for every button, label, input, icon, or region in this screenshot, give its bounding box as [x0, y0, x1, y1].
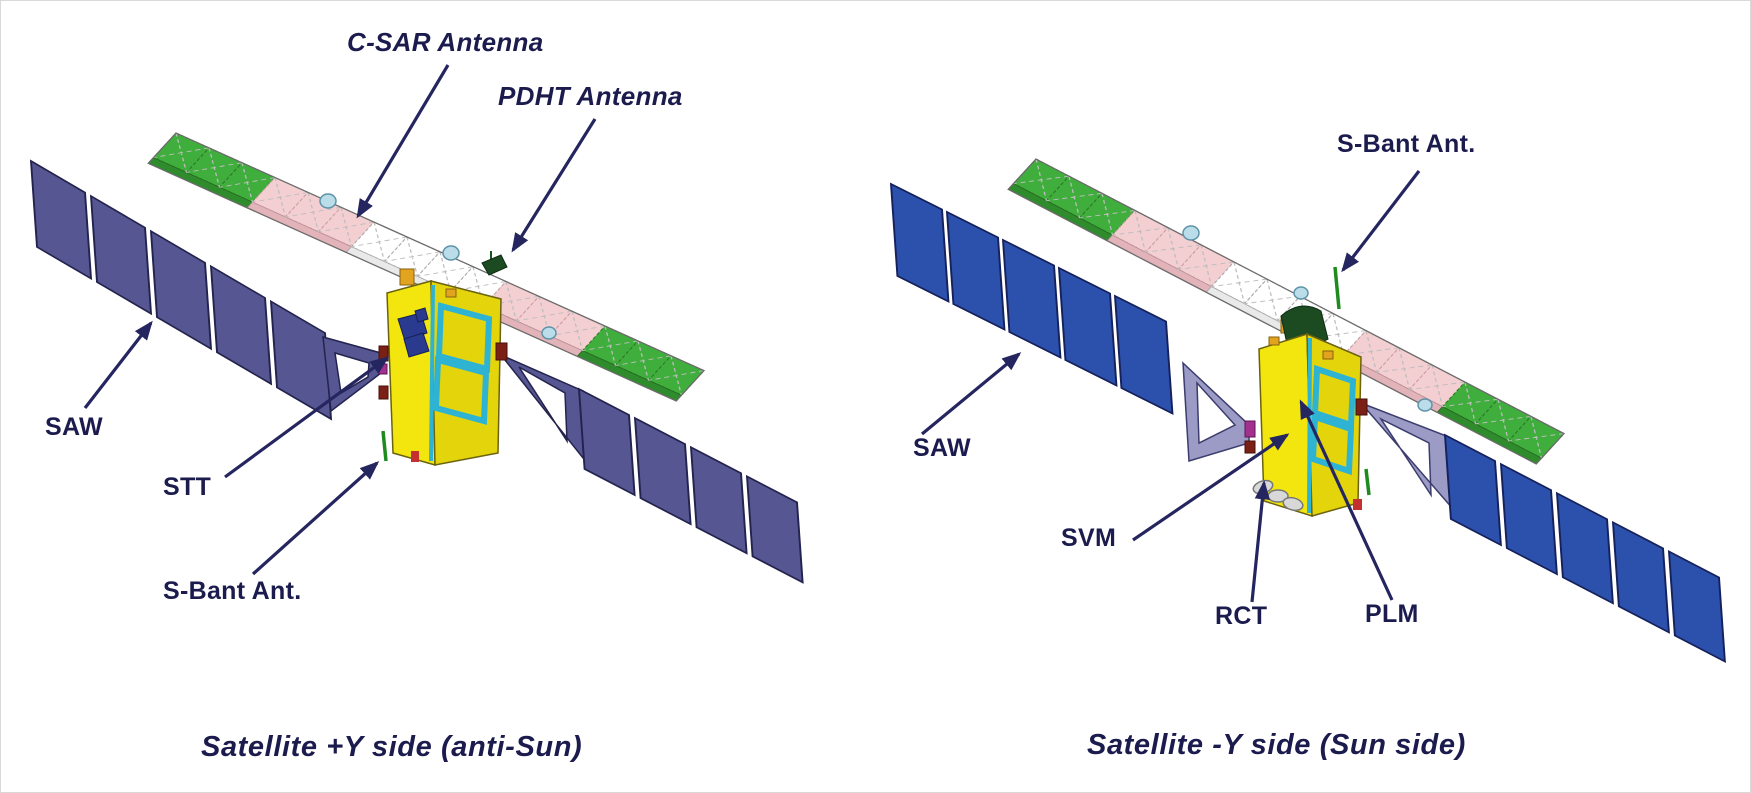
- left-view-holddown-spool: [541, 326, 557, 340]
- left-view-holddown-spool: [442, 245, 460, 261]
- left-view-annotation-arrows: [83, 64, 597, 576]
- caption-minus-y-side: Satellite -Y side (Sun side): [1087, 729, 1466, 761]
- left-view: [29, 64, 804, 584]
- left-view-body: [378, 268, 508, 467]
- right-view-sband-antenna: [1333, 266, 1341, 310]
- label-sbant-left-view: S-Bant Ant.: [163, 577, 302, 605]
- left-view-right-wing-strut: [500, 354, 588, 466]
- pdht-antenna-device: [481, 251, 508, 276]
- label-saw-left-view: SAW: [45, 413, 103, 441]
- right-view-saw-left-wing: [889, 182, 1174, 415]
- body-red-fitting: [1353, 499, 1362, 510]
- right-view-holddown-spool: [1417, 398, 1433, 412]
- label-plm: PLM: [1365, 600, 1419, 628]
- right-view-saw-right-wing: [1443, 433, 1726, 663]
- label-sbant-right-view: S-Bant Ant.: [1337, 130, 1476, 158]
- label-csar-antenna: C-SAR Antenna: [347, 27, 544, 57]
- right-view-left-wing-strut: [1182, 361, 1250, 462]
- left-view-holddown-spool: [319, 193, 337, 209]
- caption-plus-y-side: Satellite +Y side (anti-Sun): [201, 731, 583, 763]
- stt-star-tracker: [414, 307, 429, 323]
- right-view-right-wing-strut: [1360, 402, 1454, 512]
- stt-star-tracker: [403, 332, 430, 358]
- right-view-lower-green-fitting: [1364, 468, 1371, 496]
- label-stt: STT: [163, 473, 212, 501]
- left-view-sband-antenna: [381, 430, 388, 462]
- right-view: [889, 158, 1726, 663]
- right-view-annotation-arrows: [920, 170, 1421, 603]
- label-pdht-antenna: PDHT Antenna: [498, 81, 683, 111]
- label-saw-right-view: SAW: [913, 434, 971, 462]
- left-view-saw-left-wing: [29, 159, 333, 421]
- antenna-mast: [399, 268, 415, 286]
- label-svm: SVM: [1061, 524, 1117, 552]
- right-view-holddown-spool: [1182, 225, 1200, 241]
- label-rct: RCT: [1215, 602, 1268, 630]
- body-red-fitting: [411, 451, 419, 462]
- right-view-holddown-spool: [1293, 286, 1309, 300]
- left-view-saw-right-wing: [577, 387, 804, 584]
- right-view-body: [1244, 305, 1371, 518]
